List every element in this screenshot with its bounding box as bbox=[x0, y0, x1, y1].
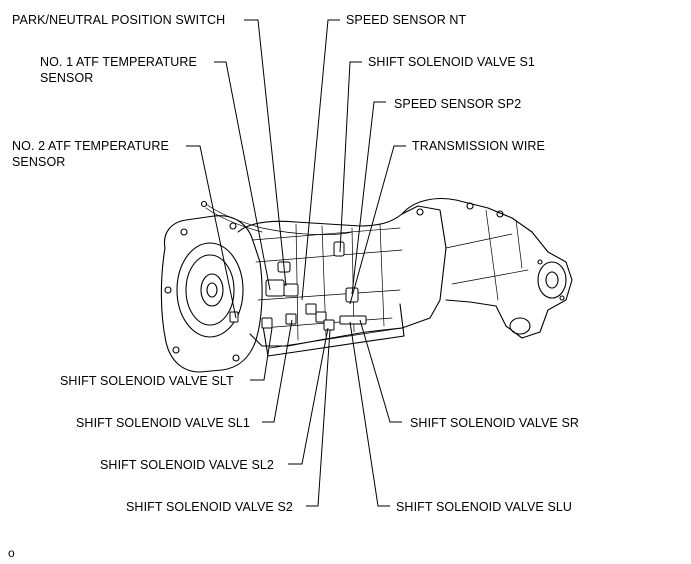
label-shift-solenoid-valve-slu: SHIFT SOLENOID VALVE SLU bbox=[396, 500, 573, 514]
label-transmission-wire: TRANSMISSION WIRE bbox=[412, 139, 545, 153]
label-shift-solenoid-valve-sr: SHIFT SOLENOID VALVE SR bbox=[410, 416, 580, 430]
label-speed-sensor-nt: SPEED SENSOR NT bbox=[346, 13, 467, 27]
label-shift-solenoid-valve-s2: SHIFT SOLENOID VALVE S2 bbox=[126, 500, 293, 514]
transmission-body bbox=[160, 197, 573, 373]
label-park-neutral-position-switch: PARK/NEUTRAL POSITION SWITCH bbox=[12, 13, 226, 27]
label-shift-solenoid-valve-sl2: SHIFT SOLENOID VALVE SL2 bbox=[100, 458, 274, 472]
label-shift-solenoid-valve-s1: SHIFT SOLENOID VALVE S1 bbox=[368, 55, 535, 69]
label-shift-solenoid-valve-slt: SHIFT SOLENOID VALVE SLT bbox=[60, 374, 234, 388]
label-shift-solenoid-valve-sl1: SHIFT SOLENOID VALVE SL1 bbox=[76, 416, 250, 430]
label-no2-atf-temperature-sensor: NO. 2 ATF TEMPERATURE SENSOR bbox=[12, 139, 169, 169]
label-no1-atf-temperature-sensor: NO. 1 ATF TEMPERATURE SENSOR bbox=[40, 55, 197, 85]
corner-mark: o bbox=[8, 546, 15, 560]
label-speed-sensor-sp2: SPEED SENSOR SP2 bbox=[394, 97, 522, 111]
leader-lines bbox=[186, 19, 406, 507]
